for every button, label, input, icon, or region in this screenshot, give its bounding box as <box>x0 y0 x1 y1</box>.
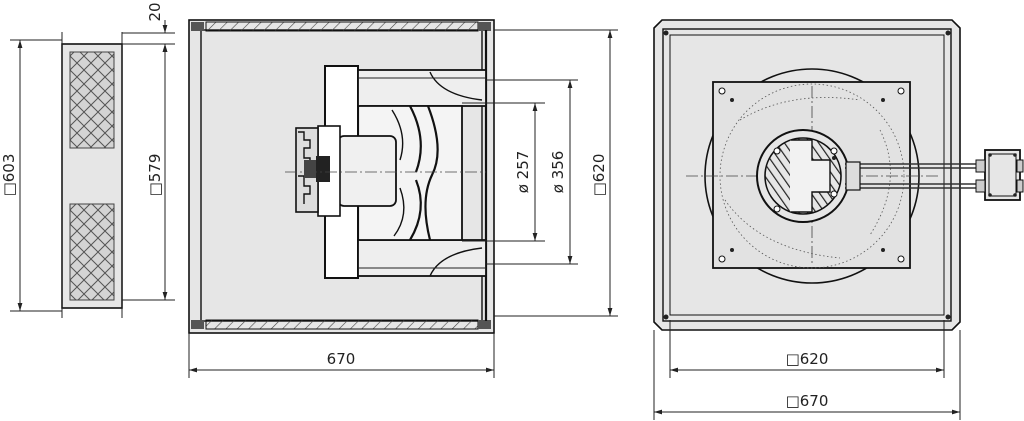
dim-front-inner-width: □620 <box>786 350 829 368</box>
dim-inner-diameter: ø 257 <box>514 151 532 194</box>
filter-side-view: □603 □579 20 <box>0 2 175 318</box>
filter-mesh-bottom <box>69 203 115 301</box>
fan-side-view: ø 257 ø 356 □620 670 <box>188 19 618 378</box>
inlet-ring <box>704 68 920 284</box>
dim-side-width: 670 <box>327 350 356 368</box>
filter-mesh-top <box>69 51 115 149</box>
junction-box <box>975 149 1024 201</box>
dim-filter-inner: □579 <box>146 154 164 197</box>
motor <box>295 125 397 217</box>
dim-side-height: □620 <box>590 154 608 197</box>
dim-outer-diameter: ø 356 <box>549 151 567 194</box>
cable-bundle <box>845 161 985 191</box>
dim-front-outer-width: □670 <box>786 392 829 410</box>
dim-filter-height: □603 <box>0 154 18 197</box>
fan-front-view: □620 □670 <box>653 19 1024 420</box>
dim-filter-gap: 20 <box>146 2 164 21</box>
